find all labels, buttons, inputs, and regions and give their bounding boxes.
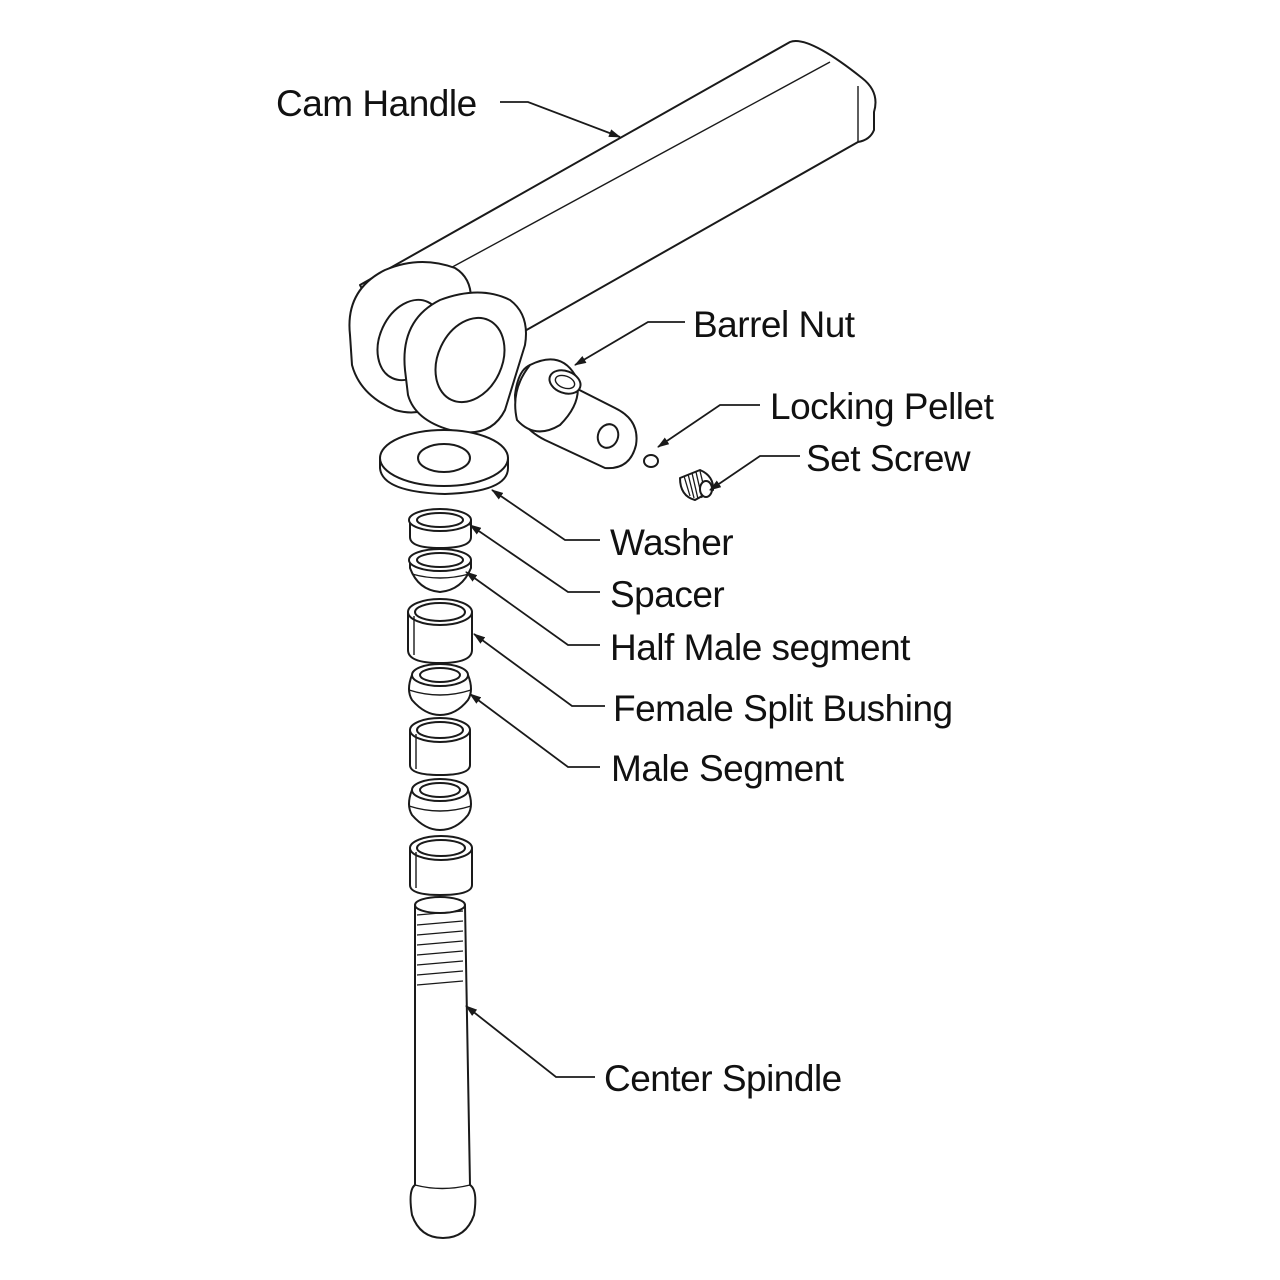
set-screw-leader xyxy=(709,455,800,491)
washer-leader xyxy=(491,489,600,541)
half-male-segment-leader xyxy=(465,571,600,646)
half-male-segment-label: Half Male segment xyxy=(610,627,911,668)
washer-part xyxy=(379,429,509,495)
barrel-nut-label: Barrel Nut xyxy=(693,304,856,345)
cam-handle-label: Cam Handle xyxy=(276,83,477,124)
female-split-bushing-part-3 xyxy=(409,835,473,896)
female-split-bushing-leader xyxy=(473,633,605,707)
set-screw-label: Set Screw xyxy=(806,438,971,479)
cam-handle-part xyxy=(348,40,877,434)
female-split-bushing-part-2 xyxy=(409,717,471,776)
washer-label: Washer xyxy=(610,522,733,563)
locking-pellet-part xyxy=(643,454,659,468)
spacer-label: Spacer xyxy=(610,574,724,615)
half-male-segment-part xyxy=(408,548,472,593)
barrel-nut-part xyxy=(514,358,638,470)
locking-pellet-label: Locking Pellet xyxy=(770,386,995,427)
center-spindle-label: Center Spindle xyxy=(604,1058,842,1099)
male-segment-part-2 xyxy=(408,778,472,831)
set-screw-part xyxy=(679,469,715,501)
female-split-bushing-part xyxy=(407,598,473,664)
spacer-leader xyxy=(469,524,600,593)
center-spindle-part xyxy=(409,896,477,1239)
center-spindle-leader xyxy=(465,1005,595,1078)
spacer-part xyxy=(408,508,472,549)
male-segment-label: Male Segment xyxy=(611,748,845,789)
female-split-bushing-label: Female Split Bushing xyxy=(613,688,953,729)
barrel-nut-leader xyxy=(574,321,685,366)
locking-pellet-leader xyxy=(657,404,760,448)
cam-handle-leader xyxy=(500,101,621,138)
male-segment-part xyxy=(408,663,472,716)
male-segment-leader xyxy=(469,693,600,768)
